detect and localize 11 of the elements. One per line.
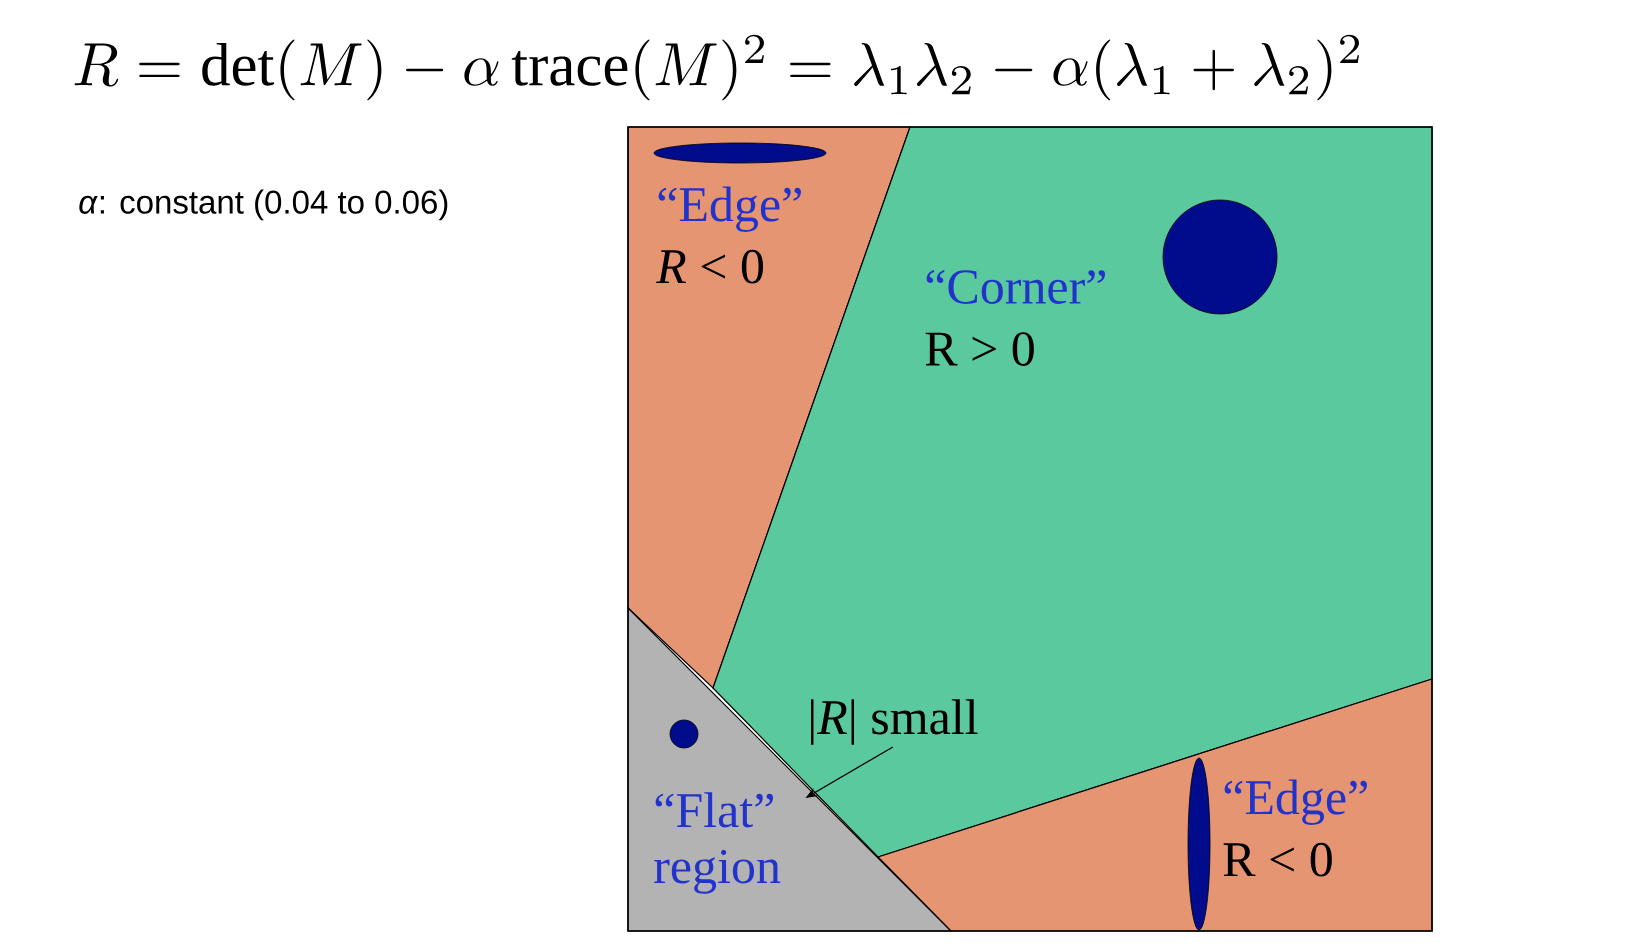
formula: $R = \det(M) - \alpha\,\mathrm{trace}(M)^2 = \lambda_1\lambda_2 - \alpha(\lambda_1 + \lambda_2)^2$ (74, 34, 1359, 101)
region-label: “Corner” R > 0 (925, 270, 1106, 366)
region-label: “Edge” R < 0 (655, 186, 801, 284)
region-label: “Edge” R < 0 (1223, 779, 1367, 877)
circle-shape (669, 719, 699, 749)
note-text: α: constant (0.04 to 0.06) (79, 189, 448, 221)
ellipse-shape (653, 142, 827, 164)
region-label: “Flat” region (654, 792, 781, 894)
annotation-text: |R| small (810, 699, 978, 745)
ellipse-shape (1187, 757, 1211, 931)
circle-shape (1162, 199, 1278, 315)
